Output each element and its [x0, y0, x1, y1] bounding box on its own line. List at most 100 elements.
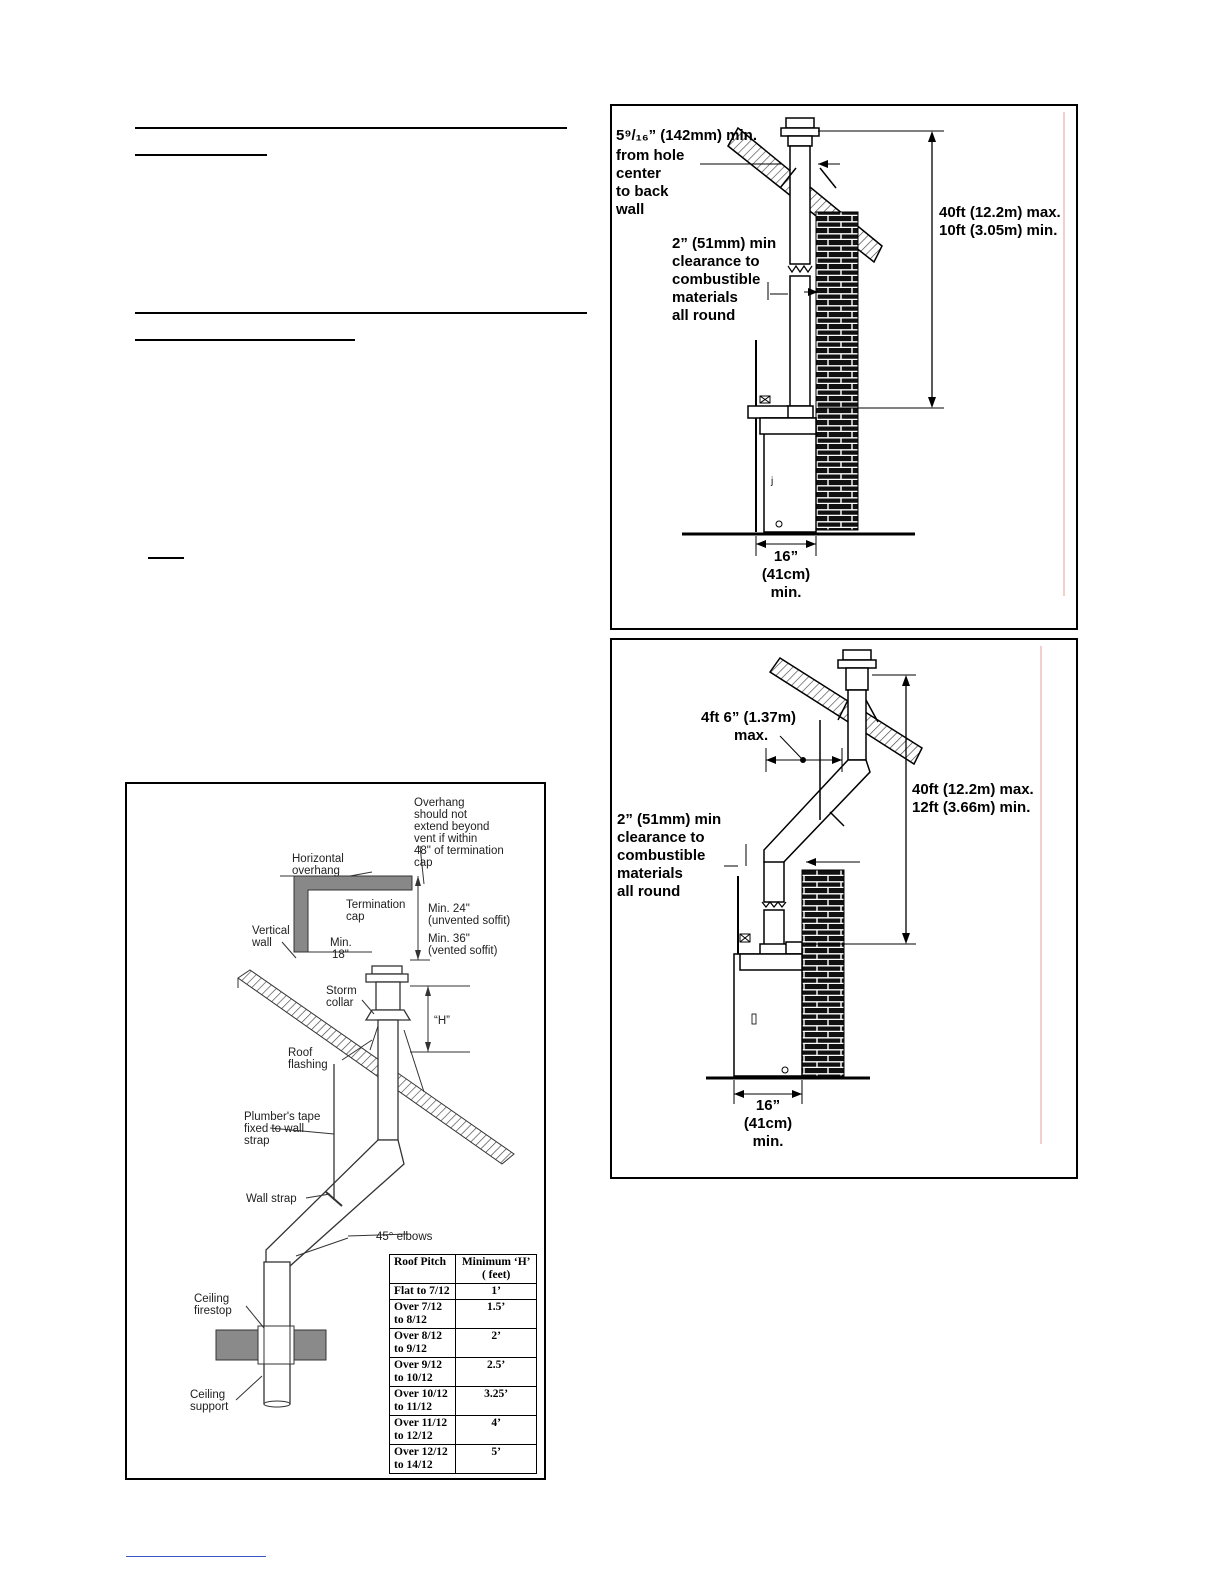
min18-1: Min.	[330, 937, 352, 949]
plumbers-tape-1: Plumber's tape	[244, 1111, 320, 1123]
termination-cap	[842, 649, 872, 661]
min24-2: (unvented soffit)	[428, 915, 510, 927]
pitch-cell: Flat to 7/12	[388, 1283, 457, 1300]
depth-label-3: min.	[753, 1133, 784, 1150]
pitch-cell: Over 8/12 to 9/12	[388, 1328, 457, 1358]
brick-wall	[815, 211, 859, 531]
roof	[237, 969, 515, 1165]
overhang-note-4: vent if within	[414, 833, 477, 845]
plumbers-tape-3: strap	[244, 1135, 270, 1147]
height-max-label: 40ft (12.2m) max.	[912, 781, 1034, 798]
height-min-label: 12ft (3.66m) min.	[912, 799, 1030, 816]
figure-straight-vent: j 5⁹/₁₆” (142mm) min. from hole center t…	[610, 104, 1078, 630]
termination-cap	[371, 965, 403, 975]
ceiling-support-1: Ceiling	[190, 1389, 225, 1401]
heading-rule	[135, 154, 267, 156]
vent-pipe	[847, 689, 867, 761]
table-header-row: Roof Pitch Minimum ‘H’ ( feet)	[388, 1254, 537, 1284]
h-cell: 3.25’	[455, 1386, 537, 1416]
column-header: Roof Pitch	[388, 1254, 457, 1284]
roof-flashing-2: flashing	[288, 1059, 328, 1071]
h-cell: 4’	[455, 1415, 537, 1445]
roof-flashing-1: Roof	[288, 1047, 313, 1059]
clearance-line-2: clearance to	[617, 829, 705, 846]
overhang-note-6: cap	[414, 857, 433, 869]
h-cell: 1’	[455, 1283, 537, 1300]
elbows-label: 45° elbows	[376, 1231, 433, 1243]
depth-label-3: min.	[771, 584, 802, 601]
overhang-note-5: 48" of termination	[414, 845, 504, 857]
h-cell: 5’	[455, 1444, 537, 1474]
vertical-wall-1: Vertical	[252, 925, 290, 937]
clearance-line-5: all round	[617, 883, 680, 900]
pitch-cell: Over 10/12 to 11/12	[388, 1386, 457, 1416]
fireplace-unit	[763, 417, 817, 533]
vent-pipe	[789, 145, 811, 265]
offset-line-3: to back	[616, 183, 669, 200]
offset-line-4: wall	[615, 201, 644, 218]
pitch-cell: Over 7/12 to 8/12	[388, 1299, 457, 1329]
h-label: “H”	[434, 1015, 450, 1027]
clearance-line-2: clearance to	[672, 253, 760, 270]
clearance-line-4: materials	[617, 865, 683, 882]
svg-text:j: j	[770, 476, 773, 487]
heading-rule	[135, 127, 567, 129]
height-min-label: 10ft (3.05m) min.	[939, 222, 1057, 239]
depth-label-1: 16”	[774, 548, 798, 565]
figure-offset-vent: 4ft 6” (1.37m) max. 2” (51mm) min cleara…	[610, 638, 1078, 1179]
pitch-cell: Over 11/12 to 12/12	[388, 1415, 457, 1445]
offset-label-1: 4ft 6” (1.37m)	[701, 709, 796, 726]
column-header: Minimum ‘H’ ( feet)	[455, 1254, 537, 1284]
clearance-line-5: all round	[672, 307, 735, 324]
pitch-cell: Over 12/12 to 14/12	[388, 1444, 457, 1474]
depth-label-2: (41cm)	[762, 566, 810, 583]
h-cell: 2’	[455, 1328, 537, 1358]
storm-collar	[364, 1009, 412, 1021]
fireplace-unit	[733, 953, 803, 1077]
plumbers-tape-2: fixed to wall	[244, 1123, 304, 1135]
straight-vent-diagram: j 5⁹/₁₆” (142mm) min. from hole center t…	[615, 112, 1065, 601]
overhang-wall	[293, 875, 413, 953]
min18-2: 18"	[332, 949, 349, 961]
clearance-line-4: materials	[672, 289, 738, 306]
footnote-rule	[126, 1556, 266, 1557]
clearance-line-3: combustible	[617, 847, 705, 864]
min36-2: (vented soffit)	[428, 945, 498, 957]
clearance-line-3: combustible	[672, 271, 760, 288]
heading-rule	[135, 339, 355, 341]
clearance-line-1: 2” (51mm) min	[617, 811, 721, 828]
roof-termination-diagram: Overhang should not extend beyond vent i…	[190, 797, 515, 1413]
offset-vent-diagram: 4ft 6” (1.37m) max. 2” (51mm) min cleara…	[617, 646, 1042, 1150]
offset-label: 5⁹/₁₆” (142mm) min.	[616, 127, 757, 144]
ceiling-firestop-1: Ceiling	[194, 1293, 229, 1305]
brick-wall	[801, 869, 845, 1077]
min24-1: Min. 24"	[428, 903, 470, 915]
pitch-cell: Over 9/12 to 10/12	[388, 1357, 457, 1387]
offset-line-1: from hole	[616, 147, 684, 164]
vertical-wall-2: wall	[251, 937, 272, 949]
overhang-note-3: extend beyond	[414, 821, 489, 833]
termination-cap-1: Termination	[346, 899, 405, 911]
depth-label-2: (41cm)	[744, 1115, 792, 1132]
offset-pipe	[763, 759, 871, 867]
heading-rule	[148, 557, 184, 559]
h-cell: 2.5’	[455, 1357, 537, 1387]
ceiling-support-2: support	[190, 1401, 229, 1413]
termination-cap	[785, 117, 815, 129]
wall-strap-label: Wall strap	[246, 1193, 297, 1205]
roof-pitch-table: Roof Pitch Minimum ‘H’ ( feet) Flat to 7…	[388, 1254, 537, 1474]
ceiling-firestop-2: firestop	[194, 1305, 232, 1317]
depth-label-1: 16”	[756, 1097, 780, 1114]
overhang-note-2: should not	[414, 809, 468, 821]
vent-pipe	[377, 1019, 399, 1141]
termination-cap-2: cap	[346, 911, 365, 923]
heading-rule	[135, 312, 587, 314]
storm-collar-1: Storm	[326, 985, 357, 997]
